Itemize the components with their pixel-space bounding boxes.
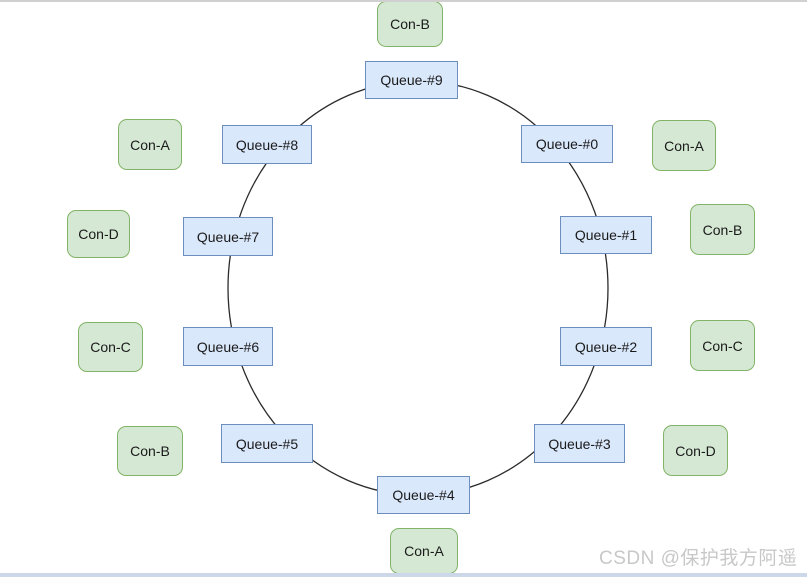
consumer-node-mid-right-con-c: Con-C (690, 320, 755, 371)
node-label: Queue-#3 (548, 435, 611, 452)
consumer-node-top-left-con-a: Con-A (118, 119, 182, 170)
consumer-node-right-con-b: Con-B (690, 204, 755, 255)
queue-node-queue-1: Queue-#1 (560, 216, 652, 254)
node-label: Queue-#7 (196, 228, 260, 245)
node-label: Con-A (664, 137, 704, 154)
node-label: Con-B (390, 16, 430, 32)
node-label: Queue-#8 (235, 136, 299, 153)
queue-node-queue-9: Queue-#9 (365, 61, 458, 99)
consumer-node-bottom-right-con-d: Con-D (663, 425, 728, 476)
node-label: Queue-#5 (235, 435, 299, 452)
node-label: Con-C (702, 337, 743, 354)
consumer-node-mid-left-con-c: Con-C (78, 322, 143, 372)
node-label: Con-A (130, 136, 170, 153)
csdn-watermark: CSDN @保护我方阿遥 (599, 548, 798, 569)
node-label: Queue-#1 (574, 227, 638, 243)
bottom-border-line (0, 573, 807, 577)
node-label: Queue-#2 (574, 338, 638, 355)
queue-node-queue-7: Queue-#7 (183, 217, 273, 256)
node-label: Con-D (78, 226, 119, 242)
node-label: Queue-#6 (196, 338, 260, 355)
queue-node-queue-6: Queue-#6 (183, 327, 273, 366)
queue-node-queue-2: Queue-#2 (560, 327, 652, 366)
consumer-node-top-con-b: Con-B (377, 1, 443, 47)
consumer-node-top-right-con-a: Con-A (652, 120, 716, 171)
consumer-node-left-con-d: Con-D (67, 210, 130, 258)
queue-node-queue-3: Queue-#3 (534, 424, 625, 463)
node-label: Queue-#4 (392, 487, 455, 503)
node-label: Con-B (130, 443, 170, 459)
node-label: Con-C (90, 339, 131, 355)
node-label: Queue-#9 (380, 72, 443, 88)
node-label: Con-D (675, 442, 716, 459)
queue-node-queue-8: Queue-#8 (222, 125, 312, 164)
queue-node-queue-0: Queue-#0 (521, 125, 613, 163)
consumer-node-bottom-con-a: Con-A (390, 528, 458, 574)
queue-node-queue-5: Queue-#5 (221, 424, 313, 463)
top-border-line (0, 0, 807, 2)
node-label: Con-B (702, 221, 743, 238)
node-label: Con-A (404, 543, 444, 559)
queue-node-queue-4: Queue-#4 (377, 476, 470, 514)
consumer-node-bottom-left-con-b: Con-B (117, 426, 183, 476)
node-label: Queue-#0 (535, 136, 599, 152)
